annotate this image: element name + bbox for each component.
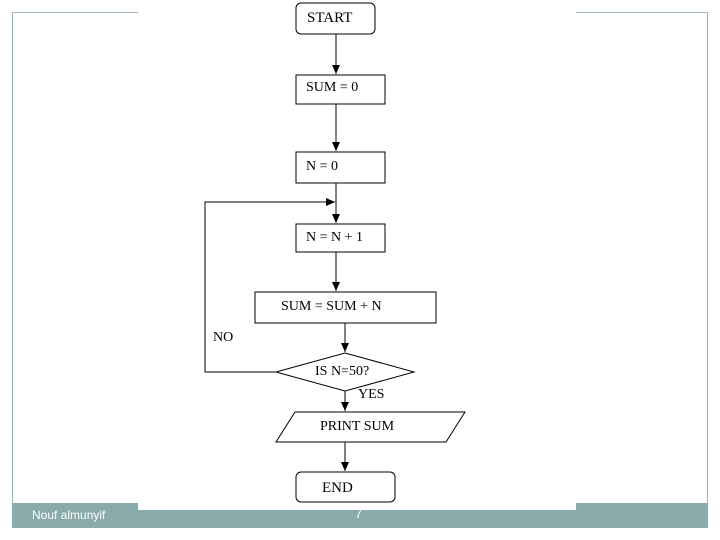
- branch-no-label: NO: [213, 330, 234, 345]
- output-label: PRINT SUM: [320, 419, 395, 434]
- end-node: [295, 471, 396, 503]
- start-label: START: [307, 10, 353, 26]
- increment-node: [295, 223, 386, 253]
- frame-top-right-line: [576, 12, 708, 13]
- accumulate-label: SUM = SUM + N: [281, 299, 382, 314]
- frame-top-left-line: [12, 12, 138, 13]
- decision-label: IS N=50?: [315, 364, 370, 379]
- end-label: END: [322, 480, 353, 496]
- branch-yes-label: YES: [358, 387, 385, 402]
- n-init-label: N = 0: [306, 159, 339, 174]
- frame-right-line: [707, 12, 708, 504]
- sum-init-label: SUM = 0: [306, 80, 359, 95]
- footer-author: Nouf almunyif: [32, 508, 106, 522]
- frame-left-line: [12, 12, 13, 504]
- sum-init-node: [295, 74, 386, 105]
- arrow-decision-no-loop: [204, 198, 335, 373]
- footer-page-number: 7: [355, 506, 363, 521]
- increment-label: N = N + 1: [306, 230, 364, 245]
- n-init-node: [295, 151, 386, 184]
- accumulate-node: [254, 291, 437, 324]
- output-node: [275, 411, 466, 443]
